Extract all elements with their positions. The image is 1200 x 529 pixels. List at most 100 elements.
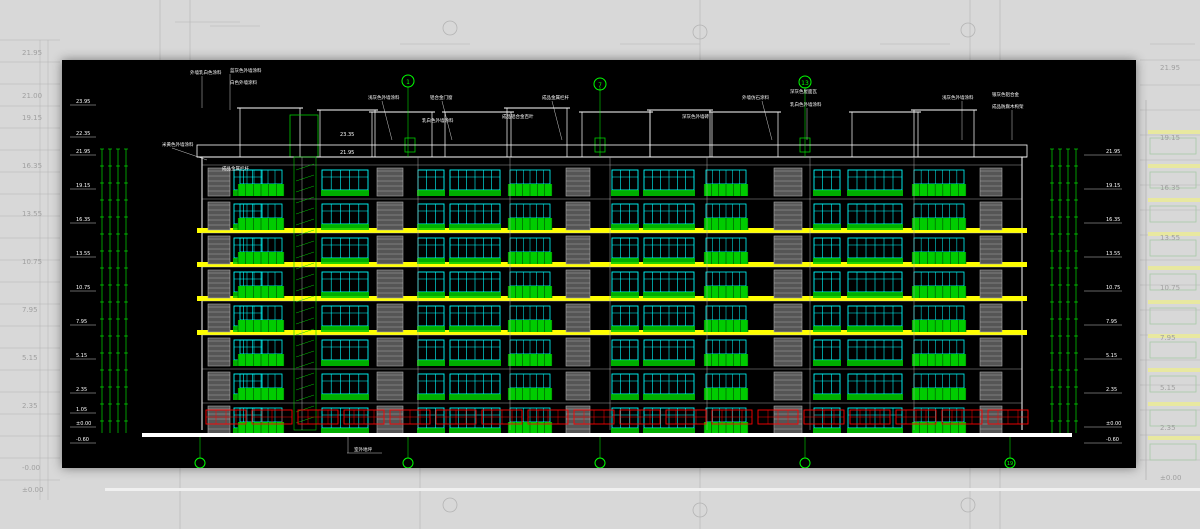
wall-pier [207,201,231,231]
window-frame [611,237,639,259]
window-frame [813,373,841,395]
window-balustrade [643,428,695,434]
window-balustrade [321,360,369,366]
wall-pier [773,303,803,333]
window-balustrade [417,224,445,230]
window-balustrade [813,190,841,196]
window-balustrade [449,190,501,196]
bg-floor-band [1148,198,1200,202]
annotation-text: 浅灰色外墙涂料 [942,94,974,101]
stair-run [295,306,315,314]
level-label: 22.35 [76,131,90,137]
window-balustrade [847,224,903,230]
window-frame [813,407,841,429]
balcony-railing [912,252,966,264]
floor-band [197,330,1027,335]
level-label: 7.95 [1106,319,1117,325]
window-balustrade [611,360,639,366]
bg-window [1149,137,1197,155]
window-balustrade [611,258,639,264]
level-label: 16.35 [76,217,90,223]
stair-run [295,229,315,237]
bg-floor-band [1148,266,1200,270]
wall-pier [565,371,591,401]
wall-pier [376,235,404,265]
wall-pier [979,167,1003,197]
bg-window [1149,273,1197,291]
window-balustrade [643,190,695,196]
window-frame [321,237,369,259]
annotation-leader [441,100,453,141]
annotation-text: 铝合金门窗 [430,94,453,101]
level-label: ±0.00 [1106,421,1121,427]
bg-ground-line [105,488,1200,491]
bg-floor-band [1148,368,1200,372]
bg-level-label: 21.00 [22,92,42,100]
window-frame [813,339,841,361]
bg-floor-band [1148,334,1200,338]
bg-axis-bubble [442,20,458,36]
wall-pier [376,303,404,333]
roof-level-labels: 23.35 21.95 [340,132,354,156]
balcony-railing [912,218,966,230]
bg-level-label: 10.75 [1160,284,1180,292]
balcony-window [913,271,965,287]
annotation-text: 深灰色屋面瓦 [790,88,817,95]
annotation-text: 米黄色外墙涂料 [162,141,194,148]
wall-pier [565,201,591,231]
cad-drawing-viewport[interactable]: 1 7 13 19 23.95 22.35 21.95 19.15 16.35 … [62,60,1136,468]
wall-pier [979,201,1003,231]
window-balustrade [847,190,903,196]
wall-pier [565,337,591,367]
window-frame [321,169,369,191]
roof-stair-tower [289,114,319,158]
balcony-railing [912,184,966,196]
window-balustrade [321,224,369,230]
bg-level-label: -0.00 [22,464,40,472]
axis-bubble [1004,457,1016,468]
annotation-leader [551,100,563,141]
window-balustrade [611,292,639,298]
window-frame [417,237,445,259]
roof-structure [581,111,651,158]
window-balustrade [321,190,369,196]
window-frame [611,407,639,429]
bg-floor-band [1148,130,1200,134]
stair-core [293,156,317,431]
level-label: 1.05 [76,407,87,413]
wall-pier [773,235,803,265]
level-label: 7.95 [76,319,87,325]
stair-run [295,317,315,325]
window-balustrade [321,326,369,332]
window-balustrade [449,258,501,264]
bg-level-label: 21.95 [22,49,42,57]
bg-level-label: 10.75 [22,258,42,266]
window-balustrade [449,360,501,366]
window-balustrade [611,190,639,196]
bg-level-label: 16.35 [22,162,42,170]
wall-pier [773,201,803,231]
window-balustrade [417,190,445,196]
wall-pier [773,337,803,367]
bg-level-label: 7.95 [1160,334,1176,342]
window-frame [611,339,639,361]
wall-pier [376,167,404,197]
wall-pier [565,405,591,435]
wall-pier [773,167,803,197]
annotation-text: 成品金属栏杆 [542,94,569,101]
wall-pier [773,371,803,401]
bg-level-label: 19.15 [22,114,42,122]
stair-run [295,372,315,380]
annotation-text: 浅灰色外墙涂料 [368,94,400,101]
annotation-text: 乳白色外墙涂料 [422,117,454,124]
bg-level-label: 2.35 [1160,424,1176,432]
level-label: 23.95 [76,99,90,105]
stair-run [295,361,315,369]
window-balustrade [449,428,501,434]
bg-floor-band [1148,164,1200,168]
bg-window [1149,171,1197,189]
bg-floor-band [1148,300,1200,304]
bg-level-label: 13.55 [1160,234,1180,242]
bg-level-label: 5.15 [1160,384,1176,392]
annotation-text: 成品金属栏杆 [222,165,249,172]
